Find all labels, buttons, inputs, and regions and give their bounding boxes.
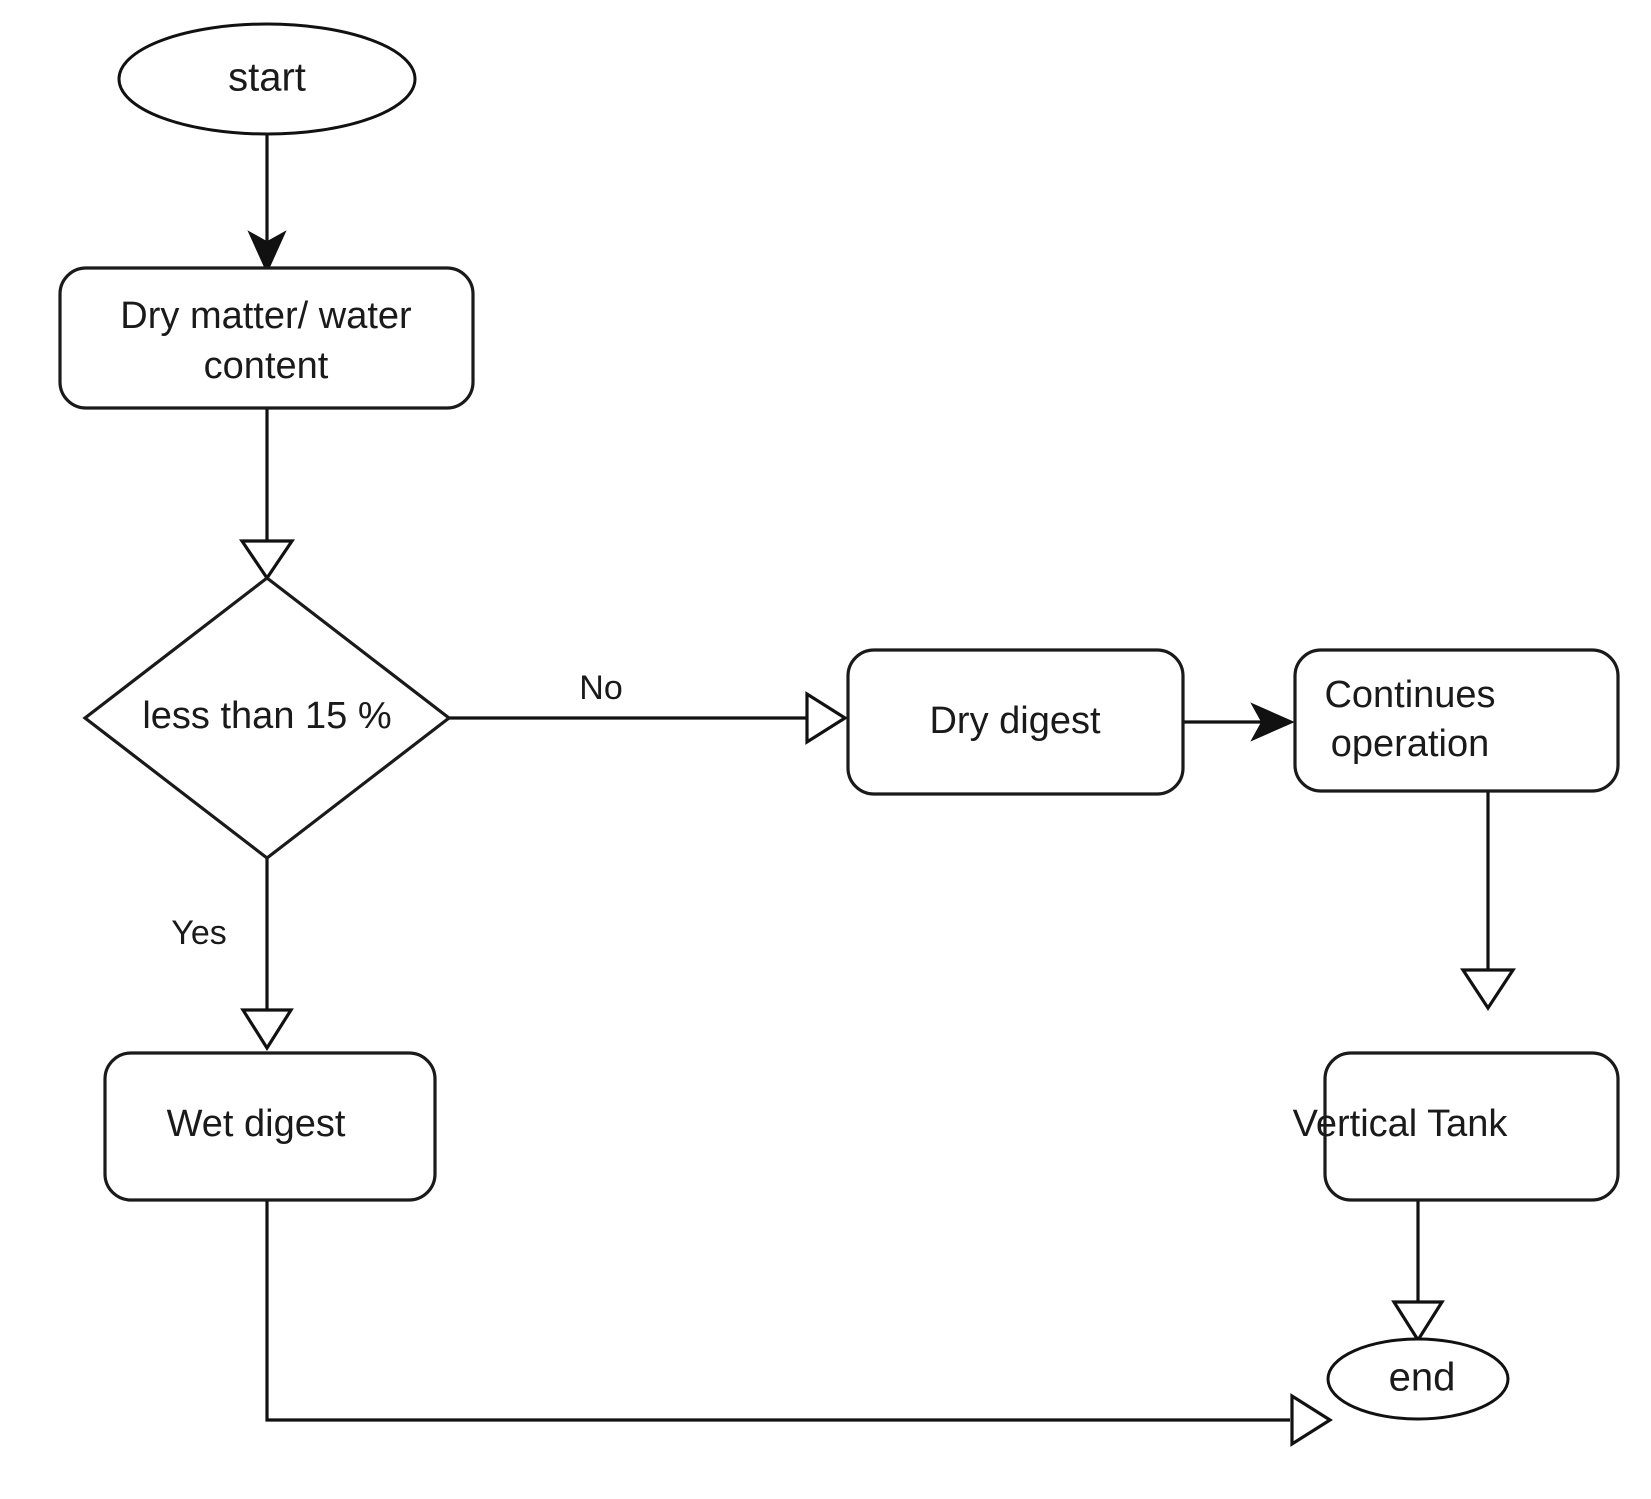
node-end-label: end [1389, 1356, 1456, 1400]
node-decision-less-than-15-percent[interactable]: less than 15 % [82, 575, 452, 861]
edge-decision-to-dry-digest: No [449, 669, 848, 745]
edge-continues-operation-to-vertical-tank [1460, 790, 1516, 1011]
node-dry-matter-label-line1: Dry matter/ water [120, 295, 412, 337]
edge-label-yes: Yes [171, 914, 226, 952]
node-continues-operation-label-line2: operation [1331, 723, 1489, 765]
node-dry-digest[interactable]: Dry digest [846, 648, 1185, 796]
node-start[interactable]: start [117, 22, 417, 136]
node-dry-matter-water-content[interactable]: Dry matter/ water content [58, 266, 475, 410]
edge-vertical-tank-to-end [1391, 1200, 1445, 1343]
node-dry-matter-label-line2: content [204, 345, 329, 387]
node-dry-digest-label: Dry digest [929, 700, 1100, 742]
node-continues-operation[interactable]: Continues operation [1293, 648, 1620, 793]
edge-start-to-dry-matter [247, 133, 287, 274]
node-vertical-tank[interactable]: Vertical Tank [1293, 1051, 1620, 1202]
edge-wet-digest-to-end [265, 1200, 1333, 1447]
node-vertical-tank-label: Vertical Tank [1293, 1103, 1509, 1145]
edge-decision-to-wet-digest: Yes [171, 858, 294, 1051]
node-wet-digest-label: Wet digest [167, 1103, 346, 1145]
edge-dry-matter-to-decision [238, 408, 296, 581]
node-wet-digest[interactable]: Wet digest [103, 1051, 437, 1202]
node-start-label: start [228, 56, 306, 100]
edge-label-no: No [579, 669, 622, 707]
node-end[interactable]: end [1326, 1337, 1510, 1421]
edge-dry-digest-to-continues-operation [1183, 702, 1295, 742]
node-continues-operation-label-line1: Continues [1324, 674, 1495, 716]
node-decision-label: less than 15 % [142, 695, 391, 737]
